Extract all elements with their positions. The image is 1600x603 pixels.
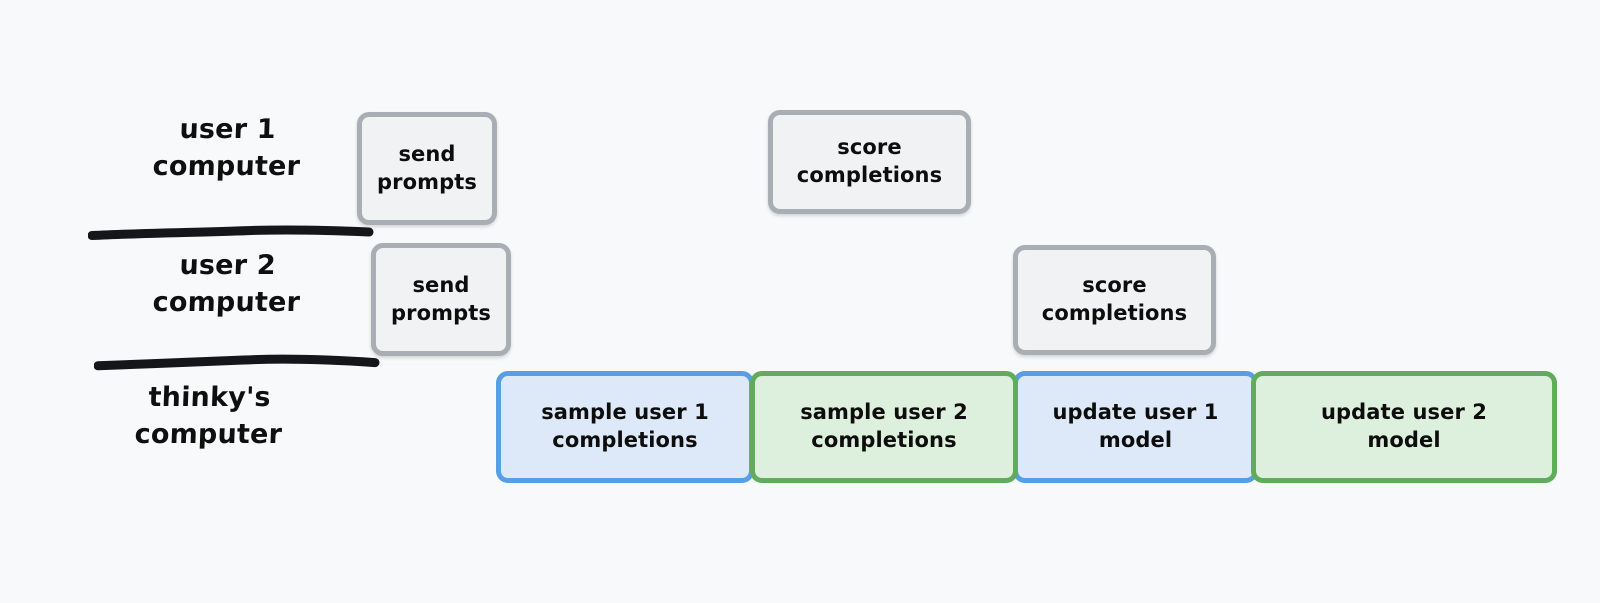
- lane-divider-above-thinkys-computer: [94, 352, 380, 374]
- task-box-update-user-2-model[interactable]: update user 2 model: [1251, 371, 1557, 483]
- lane-label-user-1-computer: user 1 computer: [152, 114, 301, 182]
- lane-divider-above-user-2: [88, 222, 374, 244]
- task-box-score-completions-user-1[interactable]: score completions: [768, 110, 971, 214]
- lane-label-user-2-computer: user 2 computer: [152, 250, 301, 318]
- task-box-send-prompts-user-1[interactable]: send prompts: [357, 112, 497, 225]
- task-box-update-user-1-model[interactable]: update user 1 model: [1013, 371, 1258, 483]
- lane-label-thinkys-computer: thinky's computer: [134, 382, 283, 450]
- task-box-sample-user-1-completions[interactable]: sample user 1 completions: [496, 371, 754, 483]
- task-box-sample-user-2-completions[interactable]: sample user 2 completions: [750, 371, 1018, 483]
- task-box-score-completions-user-2[interactable]: score completions: [1013, 245, 1216, 355]
- task-box-send-prompts-user-2[interactable]: send prompts: [371, 243, 511, 356]
